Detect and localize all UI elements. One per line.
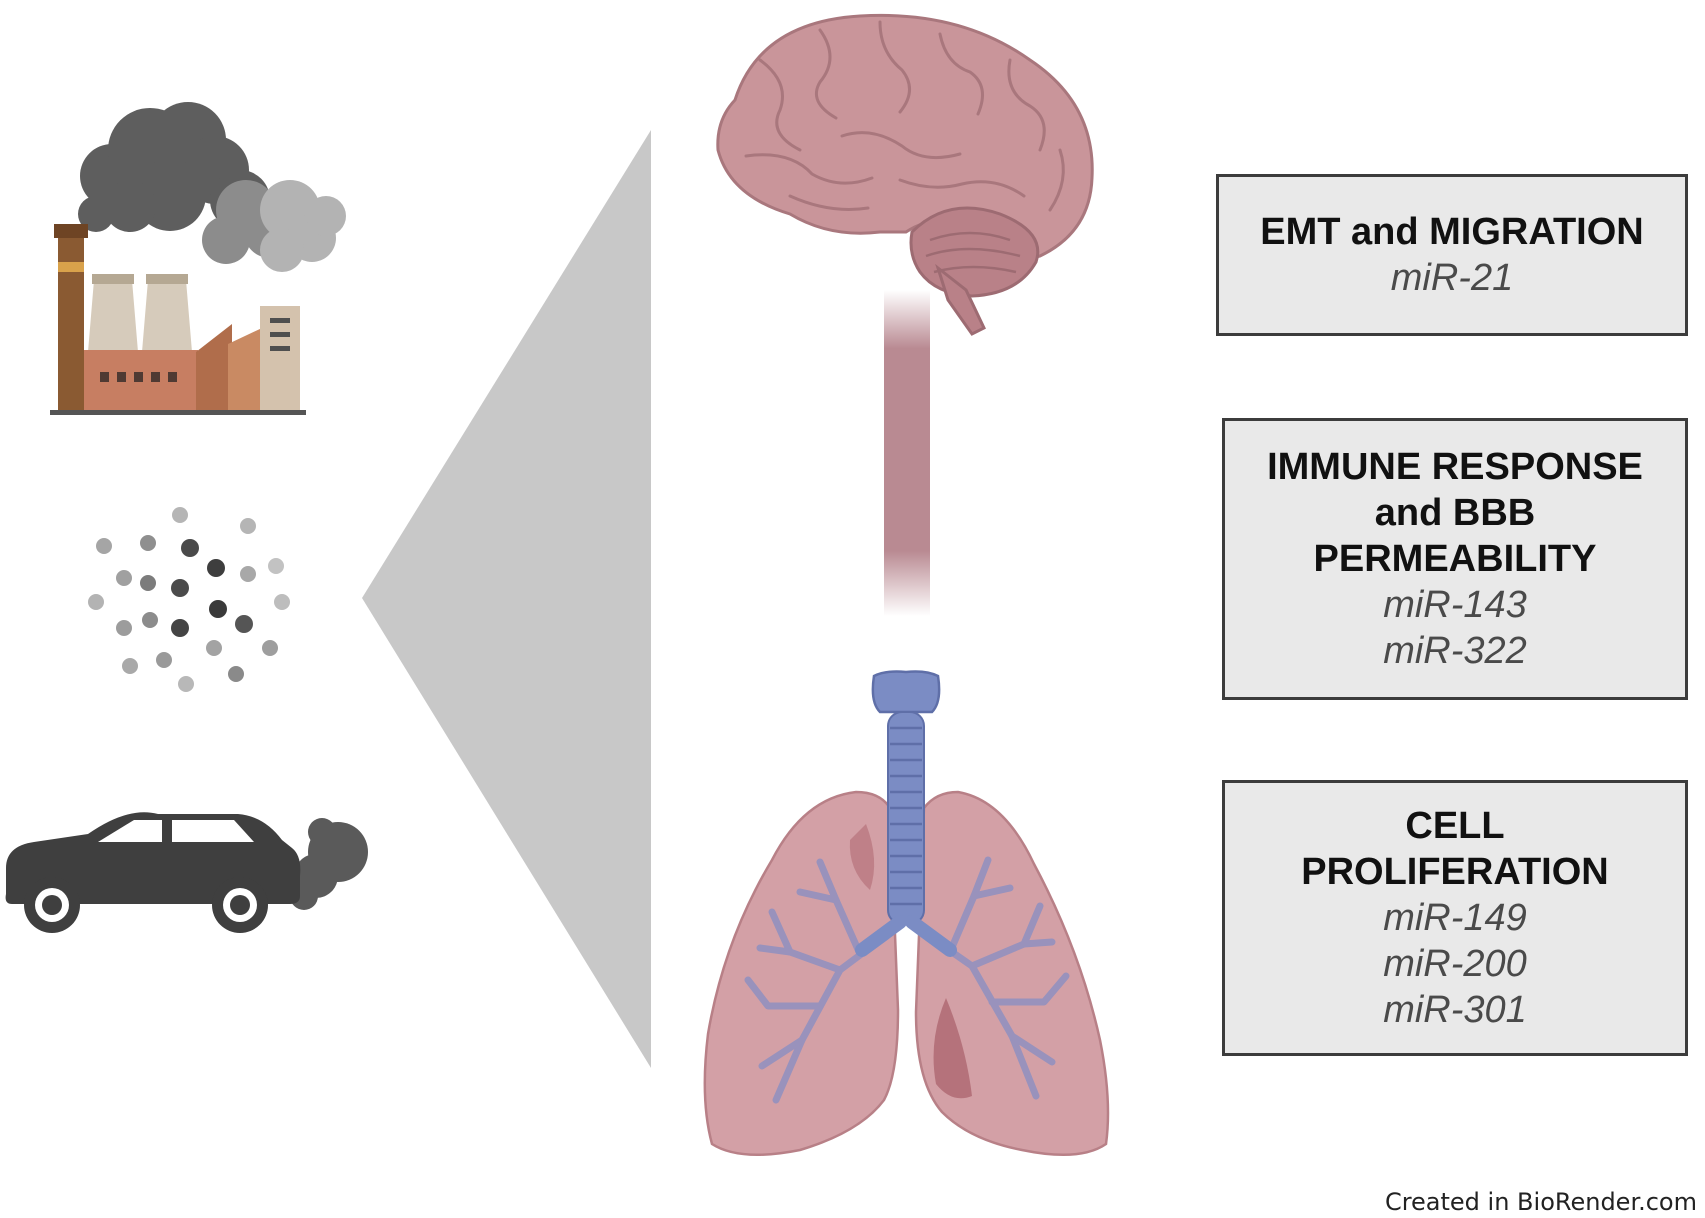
particulate-matter-icon: [88, 507, 290, 692]
box-title-line: PERMEABILITY: [1313, 538, 1597, 580]
biorender-credit: Created in BioRender.com: [1384, 1188, 1697, 1216]
lungs-icon: [703, 670, 1110, 1157]
cell-proliferation-box: CELL PROLIFERATION miR-149 miR-200 miR-3…: [1222, 780, 1688, 1056]
box-title-line: IMMUNE RESPONSE: [1267, 446, 1643, 488]
mirna-label: miR-200: [1383, 943, 1527, 985]
brain-icon: [716, 13, 1094, 336]
immune-response-box: IMMUNE RESPONSE and BBB PERMEABILITY miR…: [1222, 418, 1688, 700]
mirna-label: miR-149: [1383, 897, 1527, 939]
brain-lung-connector: [884, 290, 930, 616]
box-title-line: PROLIFERATION: [1301, 851, 1609, 893]
box-title-line: EMT and MIGRATION: [1260, 211, 1644, 253]
mirna-label: miR-301: [1383, 989, 1527, 1031]
car-exhaust-icon: [5, 812, 368, 933]
mirna-label: miR-322: [1383, 630, 1527, 672]
box-title-line: and BBB: [1374, 492, 1536, 534]
emt-migration-box: EMT and MIGRATION miR-21: [1216, 174, 1688, 336]
factory-smoke-icon: [50, 102, 346, 415]
mirna-label: miR-21: [1390, 257, 1514, 299]
exposure-wedge: [362, 130, 651, 1068]
box-title-line: CELL: [1405, 805, 1505, 847]
mirna-label: miR-143: [1383, 584, 1527, 626]
